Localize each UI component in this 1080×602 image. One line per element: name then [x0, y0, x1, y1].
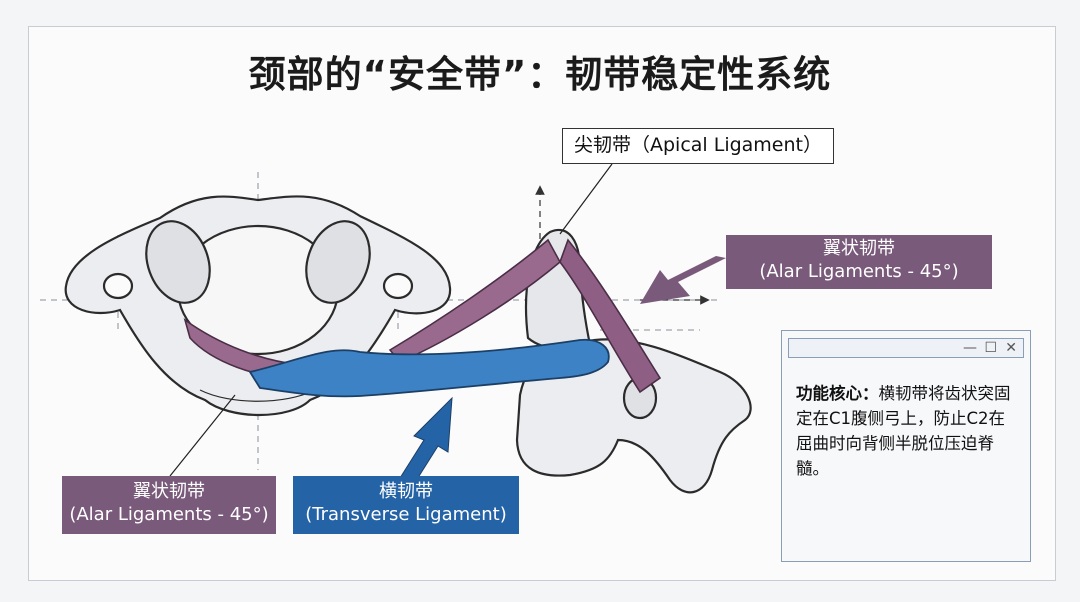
minimize-icon[interactable]: — — [963, 340, 977, 356]
transverse-cn: 横韧带 — [379, 481, 433, 502]
alar-right-en: (Alar Ligaments - 45°) — [759, 260, 959, 282]
info-body: 横韧带将齿状突固定在C1腹侧弓上，防止C2在屈曲时向背侧半脱位压迫脊髓。 — [796, 384, 1011, 478]
page-title: 颈部的“安全带”：韧带稳定性系统 — [248, 53, 832, 96]
info-window: — ☐ ✕ 功能核心：横韧带将齿状突固定在C1腹侧弓上，防止C2在屈曲时向背侧半… — [781, 330, 1031, 562]
close-icon[interactable]: ✕ — [1005, 340, 1017, 356]
maximize-icon[interactable]: ☐ — [984, 340, 997, 356]
alar-ligament-label-right: 翼状韧带 (Alar Ligaments - 45°) — [726, 235, 992, 289]
alar-left-en: (Alar Ligaments - 45°) — [69, 503, 269, 525]
transverse-arrow-icon — [399, 396, 453, 485]
alar-arrow-icon — [640, 256, 726, 304]
info-window-text: 功能核心：横韧带将齿状突固定在C1腹侧弓上，防止C2在屈曲时向背侧半脱位压迫脊髓… — [796, 381, 1020, 481]
alar-left-cn: 翼状韧带 — [133, 481, 205, 502]
alar-left-leader-line — [169, 394, 236, 477]
transverse-en: (Transverse Ligament) — [305, 503, 507, 525]
apical-ligament-label: 尖韧带（Apical Ligament） — [562, 128, 834, 164]
transverse-ligament-label: 横韧带 (Transverse Ligament) — [293, 476, 519, 534]
info-window-titlebar: — ☐ ✕ — [788, 338, 1024, 358]
alar-right-cn: 翼状韧带 — [823, 238, 895, 259]
transverse-ligament — [248, 338, 610, 398]
info-heading: 功能核心： — [796, 384, 879, 403]
apical-leader-line — [559, 163, 613, 235]
alar-ligament-label-left: 翼状韧带 (Alar Ligaments - 45°) — [62, 476, 276, 534]
